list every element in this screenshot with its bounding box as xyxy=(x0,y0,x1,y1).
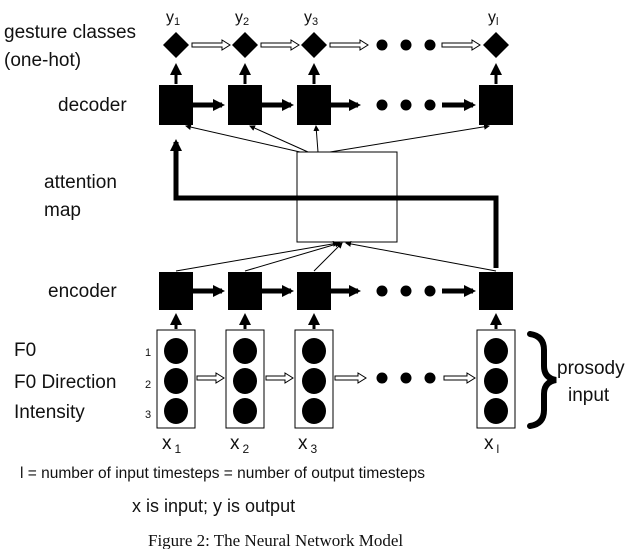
attention-map-label: map xyxy=(44,200,81,221)
prosody-brace xyxy=(527,331,557,429)
output-diamonds xyxy=(163,32,509,58)
output-arrow-dots-l xyxy=(441,39,481,51)
feature-f0-direction-label: F0 Direction xyxy=(14,372,116,393)
output-label-yl: yl xyxy=(488,9,498,28)
prosody-label: prosody xyxy=(557,358,625,379)
output-recurrent-arrows xyxy=(191,39,481,51)
timesteps-note: l = number of input timesteps = number o… xyxy=(20,465,425,482)
encoder-ellipsis xyxy=(376,285,436,297)
decoder-cell-l xyxy=(479,85,513,125)
output-node-l xyxy=(483,32,509,58)
feature-f0-label: F0 xyxy=(14,340,36,361)
row-number-1: 1 xyxy=(145,347,151,359)
input-column-1 xyxy=(156,329,196,429)
encoder-cell-l xyxy=(479,272,513,310)
output-arrow-2-3 xyxy=(260,39,300,51)
attention-label: attention xyxy=(44,172,117,193)
context-loop-arrow xyxy=(170,139,499,268)
row-number-2: 2 xyxy=(145,379,151,391)
decoder-label: decoder xyxy=(58,95,127,116)
decoder-ellipsis xyxy=(376,99,436,111)
gesture-classes-sublabel: (one-hot) xyxy=(4,50,81,71)
encoder-to-attention-arrows xyxy=(175,240,497,272)
figure-caption: Figure 2: The Neural Network Model xyxy=(148,531,403,549)
gesture-classes-label: gesture classes xyxy=(4,22,136,43)
input-ellipsis xyxy=(376,372,436,384)
output-label-y2: y2 xyxy=(235,9,249,28)
row-number-3: 3 xyxy=(145,409,151,421)
output-node-2 xyxy=(232,32,258,58)
input-column-l xyxy=(476,329,516,429)
io-note: x is input; y is output xyxy=(132,496,295,516)
decoder-cells xyxy=(159,85,513,125)
input-column-2 xyxy=(225,329,265,429)
decoder-cell-1 xyxy=(159,85,193,125)
encoder-cells xyxy=(159,272,513,310)
output-arrow-1-2 xyxy=(191,39,231,51)
output-arrow-3-dots xyxy=(329,39,369,51)
input-to-encoder-arrows xyxy=(170,313,502,329)
prosody-input-label: input xyxy=(568,385,610,406)
encoder-cell-1 xyxy=(159,272,193,310)
input-hollow-arrows xyxy=(196,372,476,384)
input-column-3 xyxy=(294,329,334,429)
output-label-y3: y3 xyxy=(304,9,318,28)
decoder-cell-3 xyxy=(297,85,331,125)
feature-intensity-label: Intensity xyxy=(14,402,85,423)
output-node-3 xyxy=(301,32,327,58)
encoder-cell-2 xyxy=(228,272,262,310)
output-ellipsis xyxy=(376,39,436,51)
encoder-cell-3 xyxy=(297,272,331,310)
decoder-to-output-arrows xyxy=(170,63,502,84)
output-label-y1: y1 xyxy=(166,9,180,28)
attention-to-decoder-arrows xyxy=(185,123,490,153)
encoder-label: encoder xyxy=(48,281,117,302)
decoder-cell-2 xyxy=(228,85,262,125)
output-node-1 xyxy=(163,32,189,58)
